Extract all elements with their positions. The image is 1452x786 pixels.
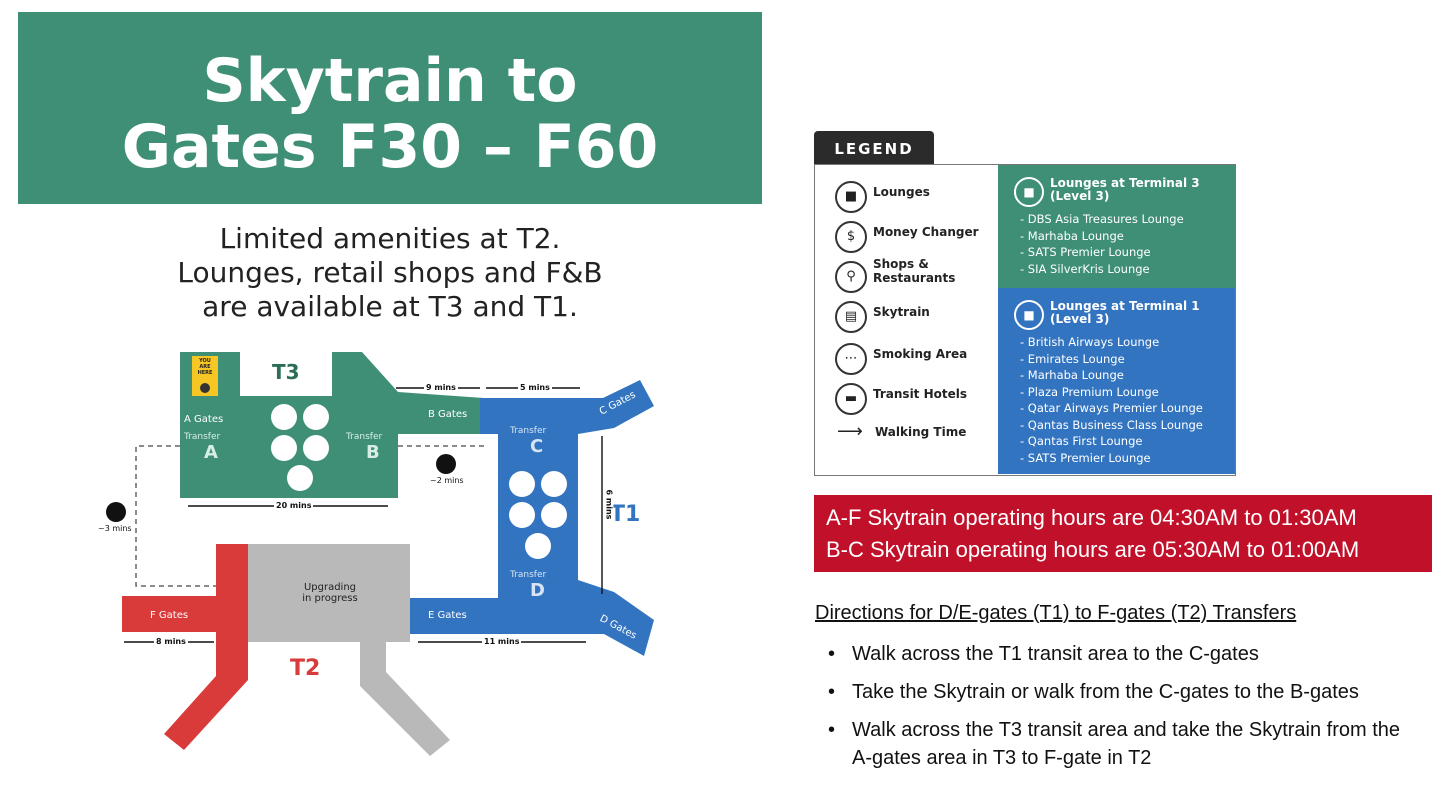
transfer-c: Transfer C bbox=[510, 426, 547, 457]
title-banner: Skytrain to Gates F30 – F60 bbox=[18, 12, 762, 204]
t3-lounges-list: - DBS Asia Treasures Lounge - Marhaba Lo… bbox=[1020, 211, 1184, 277]
skytrain-icon-bc bbox=[436, 454, 456, 474]
e-gates-label: E Gates bbox=[428, 610, 467, 621]
list-item: - Qatar Airways Premier Lounge bbox=[1020, 401, 1203, 415]
legend-lounges: ■ Lounges bbox=[815, 177, 999, 217]
you-are-here-person bbox=[200, 383, 210, 393]
arrow-icon: ⟶ bbox=[837, 421, 863, 442]
smoking-icon: ⋯ bbox=[835, 343, 867, 375]
list-item: - Marhaba Lounge bbox=[1020, 228, 1124, 243]
bed-icon: ▬ bbox=[835, 383, 867, 415]
time-t3-walk: 20 mins bbox=[274, 501, 314, 510]
terminal-map-svg bbox=[106, 352, 654, 756]
upgrading-label: Upgrading in progress bbox=[302, 582, 358, 604]
list-item: - Emirates Lounge bbox=[1020, 351, 1125, 366]
list-item: - British Airways Lounge bbox=[1020, 335, 1160, 349]
t1-lounges-list: - British Airways Lounge - Emirates Loun… bbox=[1020, 334, 1203, 466]
lounge-icon: ■ bbox=[835, 181, 867, 213]
transfer-a: Transfer A bbox=[184, 432, 221, 463]
list-item: - Marhaba Lounge bbox=[1020, 368, 1124, 382]
amenities-subtitle: Limited amenities at T2. Lounges, retail… bbox=[177, 222, 603, 323]
t1-lounges-heading: Lounges at Terminal 1 (Level 3) bbox=[1050, 299, 1200, 326]
skytrain-icon-af bbox=[106, 502, 126, 522]
lounge-icon: ■ bbox=[1014, 177, 1044, 207]
t1-amenity-icons bbox=[509, 471, 567, 559]
legend-walking-time: ⟶ Walking Time bbox=[837, 421, 967, 442]
legend-skytrain: ▤ Skytrain bbox=[815, 297, 999, 337]
time-skytrain-bc: ~2 mins bbox=[430, 476, 464, 485]
shop-icon: ⚲ bbox=[835, 261, 867, 293]
transfer-d: Transfer D bbox=[510, 570, 547, 601]
list-item: - SIA SilverKris Lounge bbox=[1020, 261, 1150, 276]
t2-upgrading-area bbox=[248, 544, 410, 642]
b-gates-label: B Gates bbox=[428, 409, 468, 420]
terminal-map: YOU ARE HERE T3 T1 T2 A Gates B Gates C … bbox=[18, 340, 762, 770]
t2-grey-pier bbox=[360, 638, 450, 756]
transfer-b: Transfer B bbox=[346, 432, 383, 463]
lounge-icon: ■ bbox=[1014, 300, 1044, 330]
t3-label: T3 bbox=[272, 360, 300, 384]
list-item: • Walk across the T3 transit area and ta… bbox=[828, 719, 1401, 769]
legend-shops: ⚲ Shops & Restaurants bbox=[815, 257, 999, 297]
hours-bc: B-C Skytrain operating hours are 05:30AM… bbox=[826, 537, 1360, 562]
directions-title: Directions for D/E-gates (T1) to F-gates… bbox=[815, 602, 1297, 624]
a-gates-label: A Gates bbox=[184, 414, 224, 425]
skytrain-icon: ▤ bbox=[835, 301, 867, 333]
list-item: - DBS Asia Treasures Lounge bbox=[1020, 212, 1184, 226]
time-bc: 5 mins bbox=[518, 383, 552, 392]
time-t1-walk: 6 mins bbox=[604, 487, 614, 522]
list-item: • Take the Skytrain or walk from the C-g… bbox=[828, 681, 1359, 703]
list-item: - Plaza Premium Lounge bbox=[1020, 384, 1159, 399]
time-skytrain-af: ~3 mins bbox=[98, 524, 132, 533]
legend-transit-hotels: ▬ Transit Hotels bbox=[815, 379, 999, 419]
legend-money-changer: $ Money Changer bbox=[815, 217, 999, 257]
t3-lounges-panel: ■ Lounges at Terminal 3 (Level 3) - DBS … bbox=[998, 165, 1235, 288]
time-ab: 9 mins bbox=[424, 383, 458, 392]
money-changer-icon: $ bbox=[835, 221, 867, 253]
t1-label: T1 bbox=[610, 502, 641, 527]
skytrain-route-af bbox=[135, 445, 216, 587]
t1-lounges-panel: ■ Lounges at Terminal 1 (Level 3) - Brit… bbox=[998, 288, 1235, 474]
directions-list: • Walk across the T1 transit area to the… bbox=[828, 640, 1448, 782]
you-are-here-text: YOU ARE HERE bbox=[197, 358, 213, 376]
banner-title: Skytrain to Gates F30 – F60 bbox=[121, 46, 659, 182]
skytrain-hours-box: A-F Skytrain operating hours are 04:30AM… bbox=[814, 495, 1432, 572]
time-e-walk: 11 mins bbox=[482, 637, 522, 646]
t3-amenity-icons bbox=[271, 404, 329, 491]
legend-smoking: ⋯ Smoking Area bbox=[815, 339, 999, 379]
t3-terminal bbox=[180, 352, 484, 498]
f-gates-label: F Gates bbox=[150, 610, 189, 621]
list-item: - SATS Premier Lounge bbox=[1020, 450, 1151, 465]
list-item: - Qantas Business Class Lounge bbox=[1020, 417, 1203, 432]
t3-lounges-heading: Lounges at Terminal 3 (Level 3) bbox=[1050, 176, 1200, 203]
list-item: - Qantas First Lounge bbox=[1020, 434, 1143, 448]
time-f-walk: 8 mins bbox=[154, 637, 188, 646]
t2-label: T2 bbox=[290, 656, 321, 681]
list-item: • Walk across the T1 transit area to the… bbox=[828, 643, 1259, 665]
list-item: - SATS Premier Lounge bbox=[1020, 245, 1151, 259]
hours-af: A-F Skytrain operating hours are 04:30AM… bbox=[826, 505, 1357, 530]
legend-tab: LEGEND bbox=[814, 131, 934, 165]
t2-f-gates-pier bbox=[122, 544, 248, 750]
